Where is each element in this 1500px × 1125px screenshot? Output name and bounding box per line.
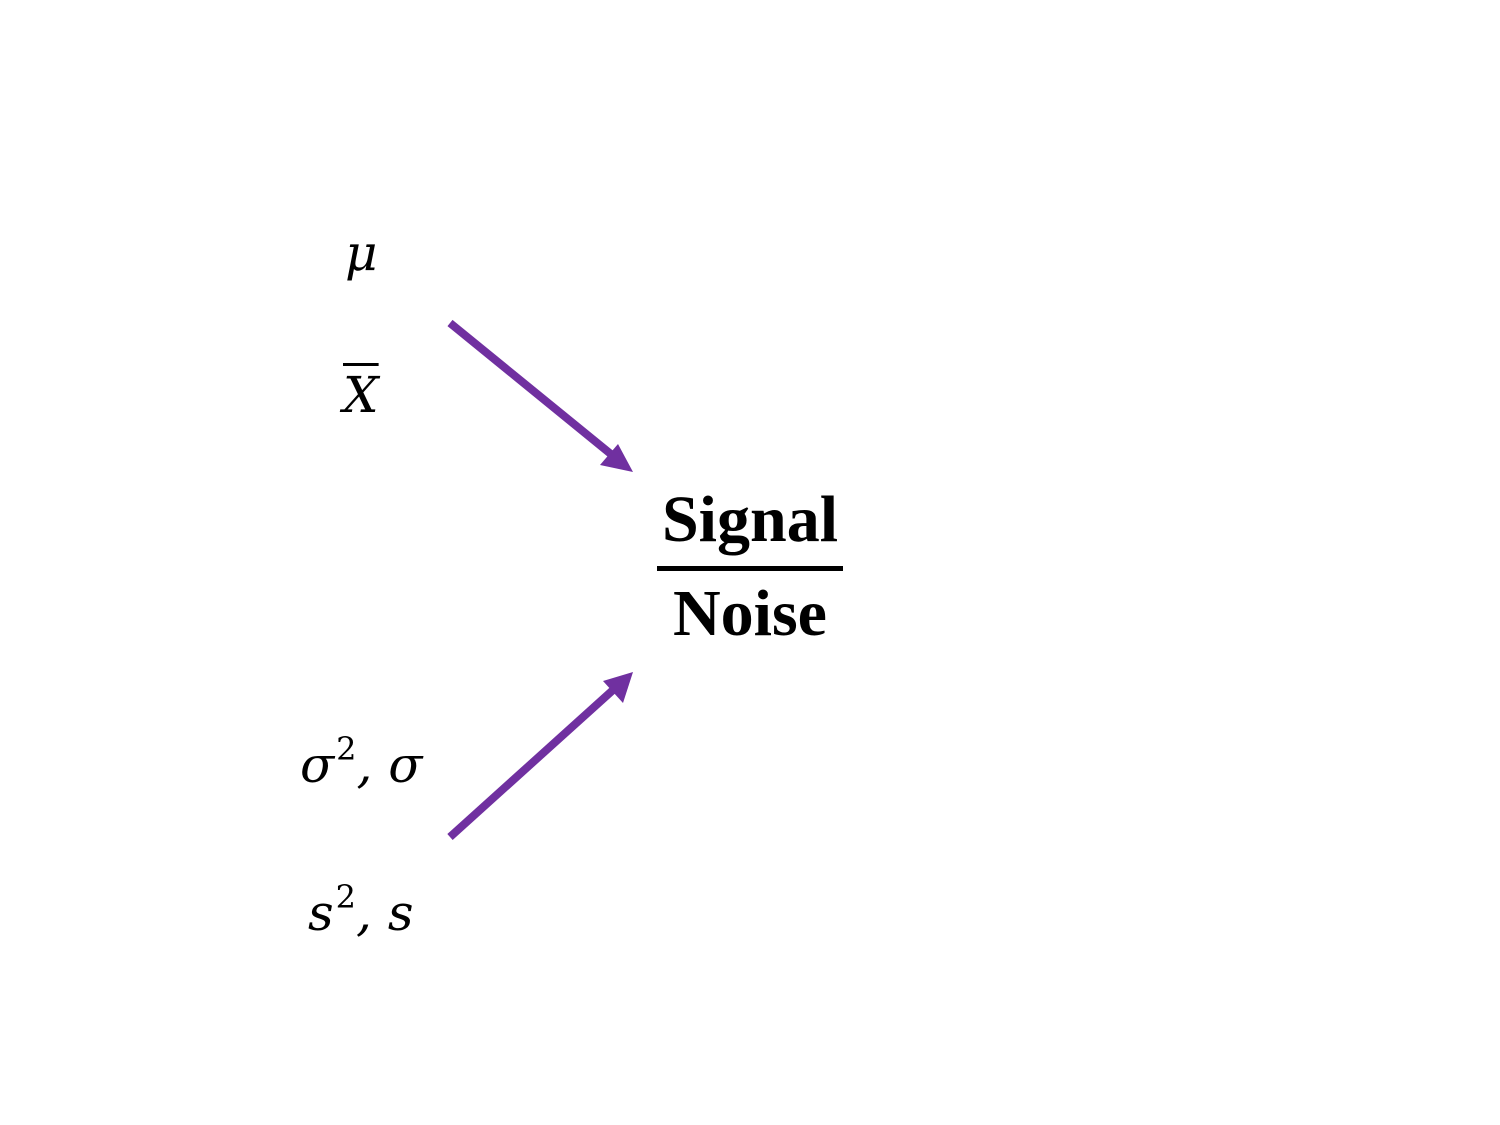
- mu-symbol: μ: [345, 224, 378, 282]
- s-exponent: 2: [335, 878, 357, 916]
- s-base: s: [308, 884, 334, 942]
- sigma-exponent: 2: [336, 730, 357, 768]
- fraction-denominator: Noise: [673, 577, 827, 650]
- arrow-to-signal: [447, 319, 633, 472]
- fraction-numerator: Signal: [661, 483, 839, 556]
- sigma-base: σ: [300, 736, 335, 794]
- fraction-bar: [657, 566, 843, 571]
- population-variance-sd: σ2, σ: [300, 733, 422, 790]
- sample-variance-sd: s2, s: [308, 881, 413, 938]
- signal-noise-fraction: Signal Noise: [657, 480, 843, 649]
- sample-mean-symbol: X: [343, 366, 379, 424]
- arrow-to-noise: [447, 672, 633, 840]
- sigma-rest: , σ: [356, 736, 423, 794]
- s-rest: , s: [356, 884, 414, 942]
